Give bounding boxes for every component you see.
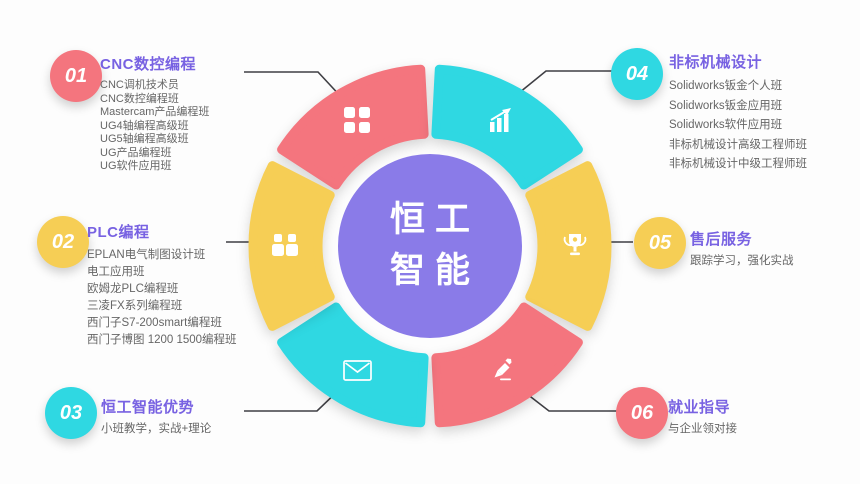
badge-01: 01 (50, 50, 102, 102)
list-item: 小班教学，实战+理论 (101, 423, 212, 435)
badge-06: 06 (616, 387, 668, 439)
segment-bottom-right (431, 302, 583, 428)
list-item: 非标机械设计中级工程师班 (669, 158, 807, 170)
section-06-block: 就业指导 与企业领对接 (668, 396, 737, 437)
people-icon (272, 234, 298, 256)
chart-icon (490, 108, 511, 132)
segment-right (525, 161, 612, 331)
list-item: 非标机械设计高级工程师班 (669, 138, 807, 151)
trophy-icon (563, 234, 587, 256)
section-02-block: PLC编程 EPLAN电气制图设计班电工应用班欧姆龙PLC编程班三凌FX系列编程… (87, 221, 237, 349)
section-05-list: 跟踪学习，强化实战 (690, 254, 794, 269)
list-item: 跟踪学习，强化实战 (690, 255, 794, 267)
list-item: EPLAN电气制图设计班 (87, 249, 206, 261)
list-item: 西门子S7-200smart编程班 (87, 317, 222, 329)
connector-line-04 (513, 70, 616, 98)
list-item: 三凌FX系列编程班 (87, 300, 183, 312)
center-brand-line1: 恒工 (389, 200, 480, 240)
list-item: 电工应用班 (87, 266, 145, 278)
list-item: Mastercam产品编程班 (100, 106, 210, 118)
center-circle (338, 154, 522, 338)
badge-05: 05 (634, 217, 686, 269)
section-05-title: 售后服务 (690, 231, 753, 248)
badge-02: 02 (37, 216, 89, 268)
section-05-block: 售后服务 跟踪学习，强化实战 (690, 228, 794, 269)
section-06-title: 就业指导 (668, 399, 731, 416)
list-item: Solidworks钣金应用班 (669, 99, 783, 112)
center-brand-line2: 智能 (389, 251, 480, 290)
list-item: 与企业领对接 (668, 423, 737, 435)
segment-bottom-left (277, 302, 429, 428)
list-item: 西门子博图 1200 1500编程班 (87, 334, 237, 346)
section-01-title: CNC数控编程 (100, 56, 196, 73)
section-06-list: 与企业领对接 (668, 422, 737, 437)
list-item: 欧姆龙PLC编程班 (87, 283, 179, 295)
section-02-list: EPLAN电气制图设计班电工应用班欧姆龙PLC编程班三凌FX系列编程班西门子S7… (87, 247, 237, 349)
envelope-icon (343, 360, 372, 381)
section-03-block: 恒工智能优势 小班教学，实战+理论 (101, 396, 211, 437)
list-item: UG4轴编程高级班 (100, 119, 189, 132)
pencil-icon (494, 358, 512, 381)
list-item: UG产品编程班 (100, 146, 172, 159)
connector-line-01 (244, 71, 345, 101)
list-item: Solidworks软件应用班 (669, 119, 783, 131)
section-04-title: 非标机械设计 (669, 54, 763, 71)
list-item: UG软件应用班 (100, 160, 172, 172)
grid-icon (344, 107, 370, 133)
list-item: CNC调机技术员 (100, 79, 179, 91)
section-02-title: PLC编程 (87, 224, 150, 241)
badge-03: 03 (45, 387, 97, 439)
badge-04: 04 (611, 48, 663, 100)
list-item: UG5轴编程高级班 (100, 133, 189, 145)
section-04-list: Solidworks钣金个人班 Solidworks钣金应用班 Solidworks… (669, 77, 807, 175)
section-03-title: 恒工智能优势 (101, 399, 195, 416)
list-item: CNC数控编程班 (100, 92, 179, 105)
center-brand-label: 恒工 智能 (338, 154, 522, 338)
list-item: Solidworks钣金个人班 (669, 80, 783, 92)
section-03-list: 小班教学，实战+理论 (101, 422, 211, 437)
